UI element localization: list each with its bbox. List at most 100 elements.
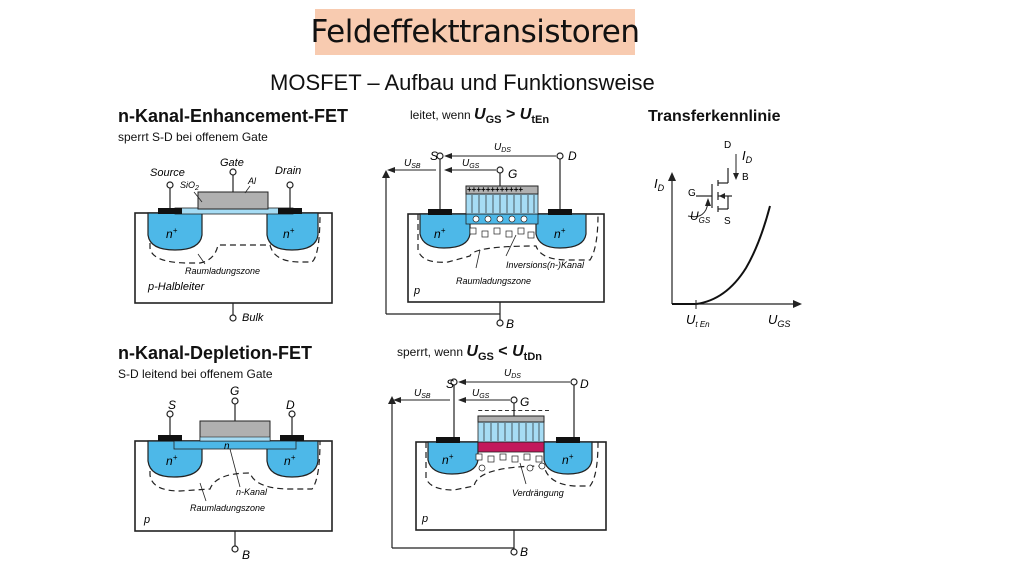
dep2-d-label: D [580, 377, 589, 391]
enh-note: sperrt S-D bei offenem Gate [118, 130, 268, 144]
dep2-source-well [427, 441, 479, 475]
dep2-gate-metal [477, 415, 545, 423]
enh-bulk-label: Bulk [242, 312, 264, 324]
enh-bulk-terminal [229, 314, 237, 322]
enh-al-label: Al [247, 176, 257, 186]
enh2-drain-terminal [556, 152, 564, 160]
enh-structure-diagram: Source Gate Drain SiO2 Al n+ n+ Raumladu… [134, 157, 333, 324]
enh2-drain-nplus: n+ [554, 226, 566, 241]
enh2-b-label: B [506, 317, 514, 331]
enh-source-terminal [166, 181, 174, 189]
dep-source-nplus: n+ [166, 453, 178, 468]
dep-cond-sub2: tDn [523, 351, 542, 364]
enh2-drain-well [535, 213, 587, 249]
dep-s-label: S [168, 398, 176, 412]
dep2-usb-label: USB [414, 388, 431, 400]
transfer-threshold-label: Ut En [686, 312, 710, 329]
dep-bulk-terminal [231, 545, 239, 553]
dep2-field-lines [483, 423, 540, 441]
dep-cond-sub1: GS [477, 351, 494, 364]
slide-title-box: Feldeffekttransistoren [311, 9, 640, 55]
dep2-oxide [477, 421, 545, 443]
dep-oxide [199, 436, 271, 442]
dep2-gate-terminal [510, 396, 518, 404]
dep2-s-label: S [446, 377, 454, 391]
enh-gate-terminal [229, 168, 237, 176]
dep2-substrate-label: p [421, 513, 428, 525]
dep2-drain-nplus: n+ [562, 452, 574, 467]
dep-cond-prefix: sperrt, wenn [397, 345, 464, 359]
dep2-drain-contact [556, 437, 580, 443]
enh2-source-well [419, 213, 471, 249]
slide-title: Feldeffekttransistoren [310, 14, 640, 50]
dep2-source-contact [436, 437, 460, 443]
sym-g-label: G [688, 188, 696, 199]
transfer-heading: Transferkennlinie [648, 108, 781, 125]
dep-drain-terminal [288, 410, 296, 418]
dep-note: S-D leitend bei offenem Gate [118, 367, 273, 381]
dep-d-label: D [286, 398, 295, 412]
dep2-source-terminal [450, 378, 458, 386]
sym-s-label: S [724, 216, 731, 227]
dep-structure-diagram: S G D B n n+ n+ n-Kanal Raumladungszone … [134, 384, 333, 562]
dep-cond-u1: U [466, 343, 478, 360]
slide-subtitle: MOSFET – Aufbau und Funktionsweise [270, 70, 655, 95]
enh2-drain-contact [548, 209, 572, 215]
dep-drain-well [266, 440, 319, 478]
enh-cond-u2: U [519, 106, 532, 123]
enh2-ugs-label: UGS [462, 158, 480, 170]
enh-source-contact [158, 208, 182, 214]
enh-rlz-label: Raumladungszone [185, 266, 260, 276]
enh-source-label: Source [150, 167, 185, 179]
enh2-oxide [465, 193, 539, 215]
enh2-field-lines [471, 195, 535, 213]
enh2-gate-metal [465, 185, 539, 195]
transfer-curve [672, 205, 771, 305]
mosfet-symbol [696, 168, 732, 212]
dep-g-label: G [230, 384, 239, 398]
enh-depletion-boundary [149, 212, 321, 264]
dep2-b-label: B [520, 545, 528, 559]
dep2-g-label: G [520, 395, 529, 409]
dep-drain-contact [280, 435, 304, 441]
dep-depletion-boundary [149, 440, 321, 492]
dep2-charges: – – – – – – – – – – – [478, 406, 550, 415]
dep2-uds-label: UDS [504, 368, 521, 380]
dep2-ugs-label: UGS [472, 388, 490, 400]
enh-cond-sub1: GS [485, 114, 502, 127]
enh-substrate-label: p-Halbleiter [147, 281, 206, 293]
enh-sio2-label: SiO2 [180, 180, 199, 192]
dep2-depleted-channel [477, 441, 545, 453]
enh2-depletion-boundary [417, 213, 599, 263]
enh2-source-contact [428, 209, 452, 215]
dep-b-label: B [242, 548, 250, 562]
dep2-carriers [475, 453, 546, 472]
dep2-verdraengung-label: Verdrängung [512, 488, 564, 498]
enh-cond-u1: U [474, 106, 486, 123]
dep2-drain-well [543, 441, 593, 475]
dep-n-label: n [224, 441, 230, 452]
enh2-usb-label: USB [404, 158, 421, 170]
enh-drain-label: Drain [275, 165, 301, 177]
enh2-uds-label: UDS [494, 142, 511, 154]
dep-cond-op: < [498, 343, 508, 360]
sym-b-label: B [742, 172, 749, 183]
dep2-drain-terminal [570, 378, 578, 386]
enh2-carriers [469, 215, 535, 239]
dep-source-well [147, 440, 203, 478]
enh2-charges: ++++++++++++ [467, 185, 523, 194]
sym-d-label: D [724, 140, 731, 151]
enh2-s-label: S [430, 149, 438, 163]
enh-biased-diagram: S D G B UDS USB UGS ++++++++++++ n+ n+ I… [382, 142, 605, 331]
dep-rlz-label: Raumladungszone [190, 503, 265, 513]
dep-source-contact [158, 435, 182, 441]
enh2-source-terminal [436, 152, 444, 160]
enh-drain-terminal [286, 181, 294, 189]
transfer-y-label: ID [654, 176, 665, 193]
dep-drain-nplus: n+ [284, 453, 296, 468]
enh-cond-prefix: leitet, wenn [410, 108, 471, 122]
enh2-substrate-label: p [413, 285, 420, 297]
enh-gate-label: Gate [220, 157, 244, 169]
enh-gate-metal [197, 191, 269, 210]
enh-drain-well [266, 212, 319, 251]
